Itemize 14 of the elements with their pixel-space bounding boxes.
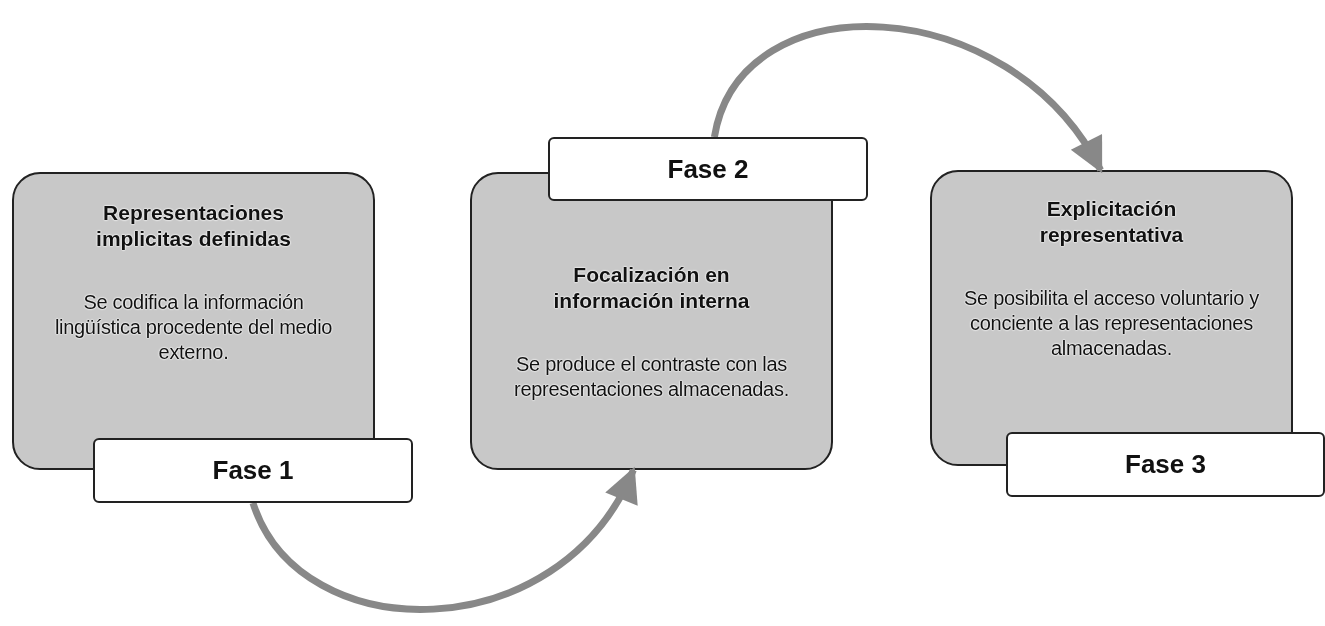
phase-tab — [1006, 432, 1325, 497]
phase-label: Fase 3 — [1125, 449, 1206, 480]
curved-arrow — [711, 23, 1104, 173]
curved-arrow — [249, 466, 637, 613]
phase-label: Fase 2 — [667, 153, 749, 185]
stage-title: Explicitación representativa — [1038, 196, 1185, 248]
phase-tab — [93, 438, 413, 503]
stage-description: Se posibilita el acceso voluntario y conciente a las representaciones almacenadas. — [963, 286, 1260, 361]
phase-tab — [548, 137, 868, 201]
stage-title: Representaciones implicitas definidas — [95, 200, 292, 252]
stage-description: Se codifica la información lingüística procedente del medio externo. — [53, 290, 334, 365]
phase-label: Fase 1 — [212, 455, 294, 486]
stage-description: Se produce el contraste con las representaciones almacenadas. — [513, 352, 790, 402]
stage-title: Focalización en información interna — [552, 262, 751, 314]
